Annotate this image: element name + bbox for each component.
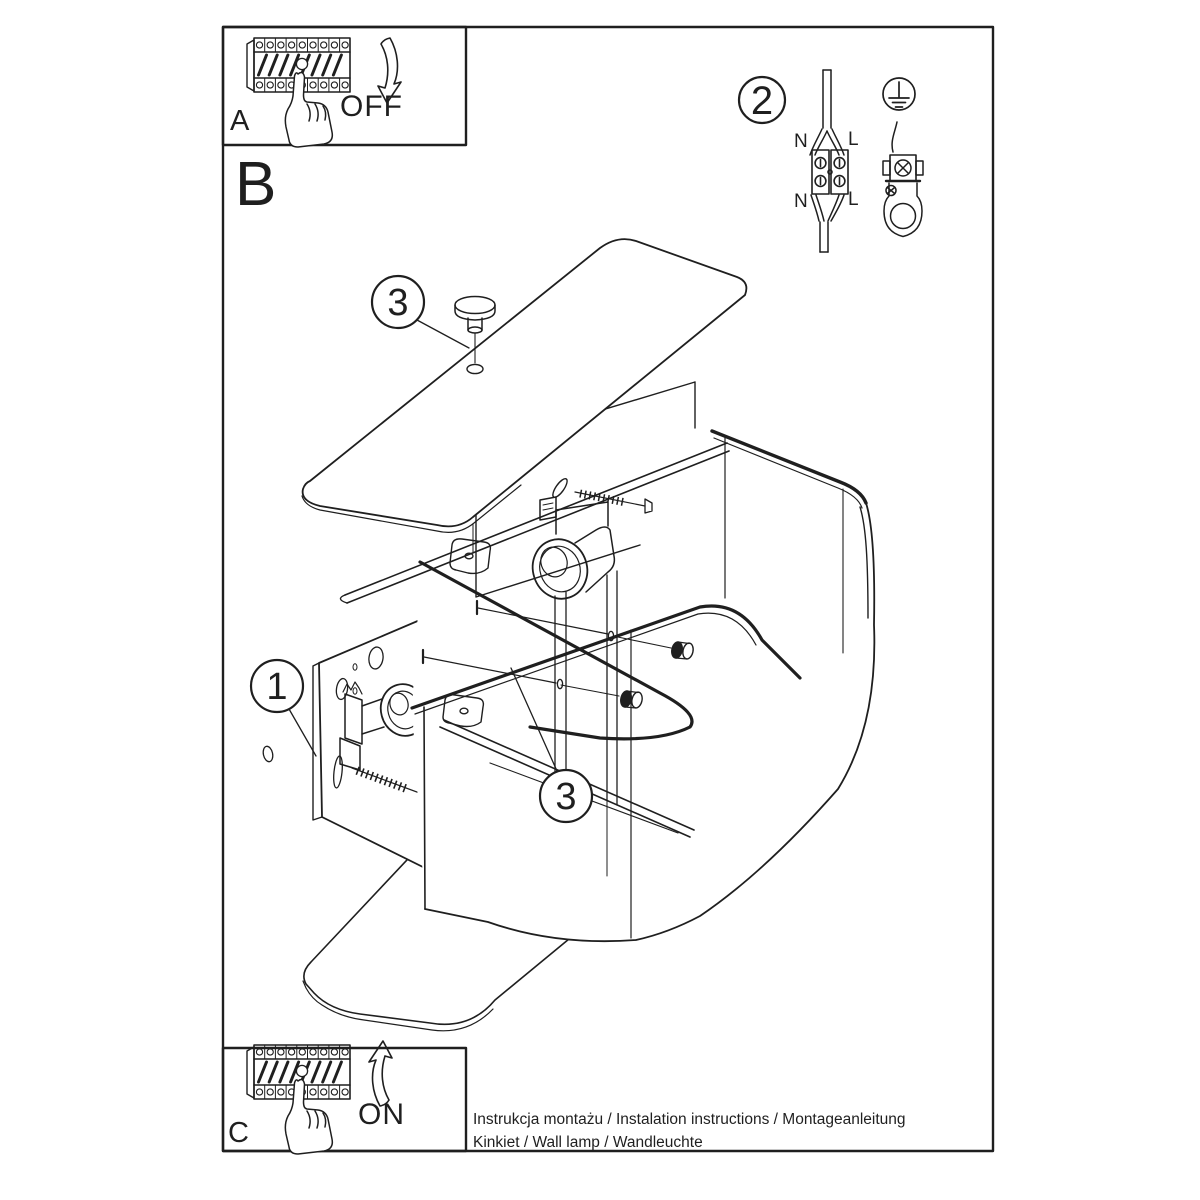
keyhole-slot: [552, 478, 568, 498]
callout-shade-screw: [510, 667, 594, 824]
knob: [671, 641, 694, 660]
drawing-frame: [221, 25, 995, 1153]
mounting-frame: [339, 381, 730, 877]
adjuster-screws: [421, 599, 694, 709]
frame-foot-tab: [449, 523, 492, 575]
callout-3-bottom-number: 3: [555, 776, 576, 818]
panel-c-box: [221, 1046, 468, 1153]
arrow-down-icon: [377, 37, 402, 104]
plate-hole: [335, 677, 349, 701]
off-label: OFF: [340, 90, 403, 123]
callout-wall-plate: [249, 658, 317, 757]
step-2-badge: [737, 75, 787, 125]
lamp-shade: [410, 429, 876, 943]
lamp-holder-right: [531, 496, 616, 600]
hand-icon: [284, 71, 334, 148]
washer: [262, 745, 274, 763]
lamp-cable: [810, 194, 845, 253]
mains-cable: [809, 69, 845, 156]
knob: [620, 690, 643, 709]
caption-line-1: Instrukcja montażu / Instalation instruc…: [473, 1111, 906, 1128]
panel-c-label: C: [228, 1117, 249, 1149]
terminal-label-l-bottom: L: [848, 189, 859, 210]
circuit-breaker-icon: [245, 1043, 352, 1156]
step-2-number: 2: [751, 79, 773, 123]
panel-a-label: A: [230, 105, 250, 137]
cover-screw-hole: [466, 363, 484, 375]
switch-off-step: [377, 37, 402, 104]
caption-line-2: Kinkiet / Wall lamp / Wandleuchte: [473, 1134, 703, 1151]
terminal-label-n-bottom: N: [794, 191, 808, 212]
step-b-label: B: [235, 150, 276, 219]
callout-1-number: 1: [266, 666, 287, 708]
panel-a-box: [221, 25, 468, 147]
ground-symbol-icon: [882, 77, 916, 111]
ground-terminal: [882, 121, 924, 238]
switch-on-step: [368, 1040, 393, 1107]
on-label: ON: [358, 1098, 405, 1131]
terminal-label-l-top: L: [848, 129, 859, 150]
wiring-diagram: [737, 69, 924, 253]
plate-hole: [368, 646, 384, 670]
arrow-up-icon: [368, 1040, 393, 1107]
wall-plate: [262, 616, 434, 873]
frame-screw: [574, 489, 653, 514]
callout-3-top-number: 3: [387, 282, 408, 324]
terminal-block: [811, 149, 849, 195]
frame-foot-tab: [442, 694, 485, 728]
cover-screw: [454, 295, 496, 364]
top-cover-panel: [301, 238, 748, 533]
exploded-view: [249, 238, 876, 1032]
circuit-breaker-icon: [246, 37, 351, 148]
terminal-label-n-top: N: [794, 131, 808, 152]
callout-top-screw: [370, 274, 470, 349]
